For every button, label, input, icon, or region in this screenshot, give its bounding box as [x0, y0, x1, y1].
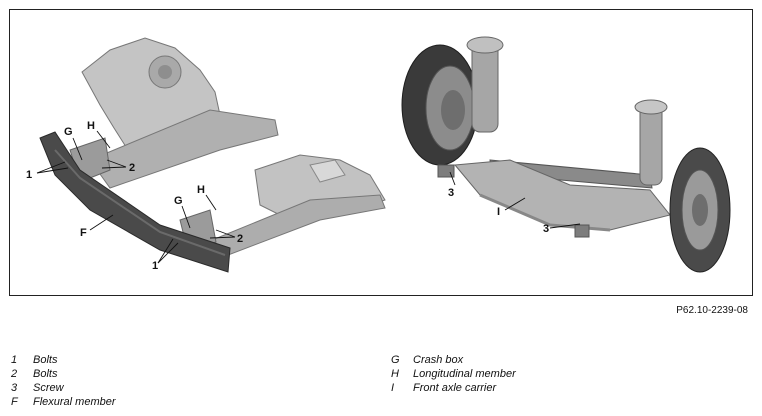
- legend-left: 1 Bolts 2 Bolts 3 Screw F Flexural membe…: [11, 353, 116, 409]
- legend-text: Crash box: [413, 354, 464, 366]
- legend-key: F: [11, 396, 18, 408]
- legend-item: 1 Bolts: [11, 353, 116, 367]
- right-axle-assembly: [401, 36, 731, 273]
- legend-text: Flexural member: [33, 396, 116, 408]
- diagram-frame: 1 G H 2 F G H 2 1 3 I 3: [9, 9, 753, 296]
- legend-right: G Crash box H Longitudinal member I Fron…: [391, 353, 516, 395]
- legend-key: I: [391, 382, 395, 394]
- diagram-illustration: [36, 36, 731, 273]
- legend-item: 2 Bolts: [11, 367, 116, 381]
- legend-item: H Longitudinal member: [391, 367, 516, 381]
- callout-g-top: G: [64, 126, 73, 138]
- callout-i: I: [497, 206, 501, 218]
- legend-item: I Front axle carrier: [391, 381, 516, 395]
- legend-key: 2: [11, 368, 18, 380]
- leader-lines: [36, 130, 581, 264]
- callout-1-top: 1: [26, 169, 33, 181]
- legend-text: Front axle carrier: [413, 382, 497, 394]
- callout-2-top: 2: [129, 162, 136, 174]
- callout-3-top: 3: [448, 187, 455, 199]
- legend-key: G: [391, 354, 400, 366]
- legend-key: H: [391, 368, 399, 380]
- callout-3-bottom: 3: [543, 223, 550, 235]
- legend-item: 3 Screw: [11, 381, 116, 395]
- callout-1-bottom: 1: [152, 260, 159, 272]
- legend-text: Bolts: [33, 368, 58, 380]
- callout-f: F: [80, 227, 87, 239]
- legend-item: G Crash box: [391, 353, 516, 367]
- callout-h-bottom: H: [197, 184, 205, 196]
- callout-h-top: H: [87, 120, 95, 132]
- legend-text: Bolts: [33, 354, 58, 366]
- figure-id: P62.10-2239-08: [676, 305, 748, 316]
- legend-key: 3: [11, 382, 18, 394]
- legend-item: F Flexural member: [11, 395, 116, 409]
- legend-key: 1: [11, 354, 18, 366]
- left-body-structure: [39, 37, 386, 273]
- callout-g-bottom: G: [174, 195, 183, 207]
- legend-text: Longitudinal member: [413, 368, 516, 380]
- legend-text: Screw: [33, 382, 64, 394]
- callout-2-bottom: 2: [237, 233, 244, 245]
